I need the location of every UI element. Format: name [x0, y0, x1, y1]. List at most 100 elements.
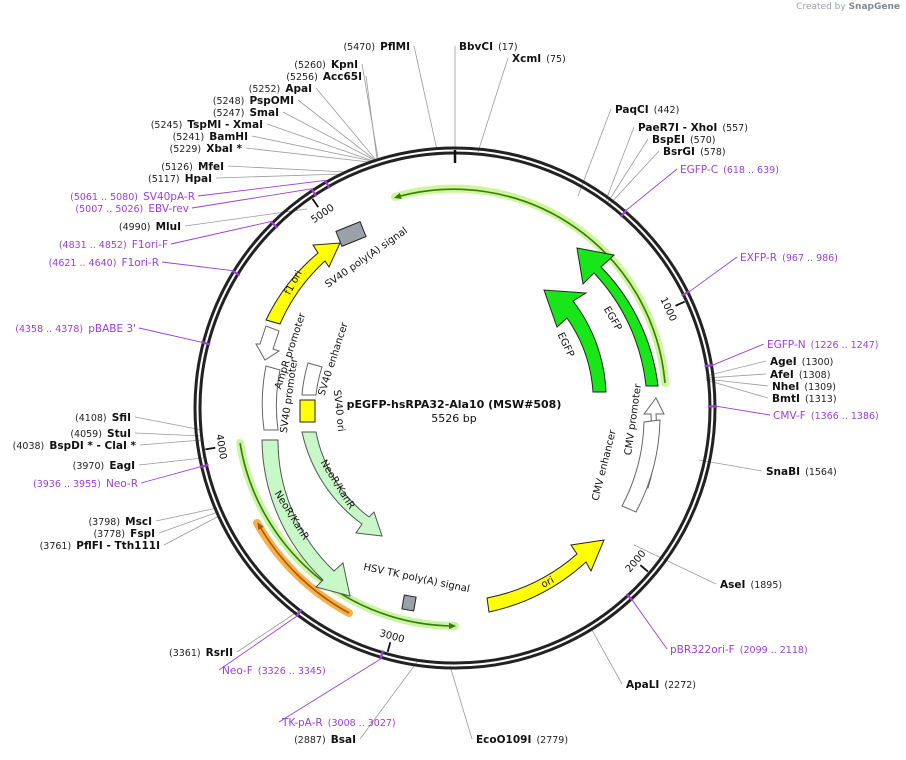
primer-tk-pa-r: TK-pA-R (3008 .. 3027): [281, 711, 396, 730]
primer-mark: [625, 593, 634, 602]
primer-mark: [295, 608, 303, 618]
enzyme-leader: [138, 457, 204, 466]
enzyme-nhei: NheI (1309): [772, 375, 836, 394]
enzyme-pos: (1564): [805, 467, 837, 478]
primer-pbabe3: (4358 .. 4378) pBABE 3': [15, 317, 136, 336]
enzyme-mfei: (5126) MfeI: [161, 155, 224, 174]
primer-range: (3326 .. 3345): [258, 666, 326, 677]
enzyme-bsai: (2887) BsaI: [294, 728, 356, 747]
primer-egfp-n: EGFP-N (1226 .. 1247): [767, 333, 879, 352]
feature-sv40-enhancer: [301, 362, 323, 396]
label-sv40-enhancer: SV40 enhancer: [317, 320, 351, 397]
primer-ebv-rev: (5007 .. 5026) EBV-rev: [75, 197, 189, 216]
feature-neor-inner: [301, 431, 383, 537]
enzyme-pos: (5470): [343, 42, 375, 53]
enzyme-pos: (3761): [40, 541, 72, 552]
label-neor-inner: NeoR/KanR: [318, 458, 357, 511]
enzyme-leader: [134, 432, 203, 437]
enzyme-pos: (5252): [249, 84, 281, 95]
enzyme-acc65i: (5256) Acc65I: [286, 65, 362, 84]
enzyme-leader: [705, 360, 767, 377]
enzyme-apai: (5252) ApaI: [249, 77, 312, 96]
primer-name: F1ori-R: [122, 257, 159, 269]
enzyme-pos: (578): [700, 147, 726, 158]
primer-exfp-r: EXFP-R (967 .. 986): [740, 246, 838, 265]
primer-leader: [632, 600, 668, 650]
enzyme-pos: (1309): [804, 382, 836, 393]
plasmid-name: pEGFP-hsRPA32-Ala10 (MSW#508): [347, 398, 562, 411]
label-sv40-polya: SV40 poly(A) signal: [323, 225, 409, 290]
primer-range: (5007 .. 5026): [75, 204, 143, 215]
enzyme-pos: (5241): [173, 132, 205, 143]
primer-mark: [201, 341, 211, 346]
enzyme-name: FspI: [130, 528, 155, 540]
enzyme-name: MluI: [156, 221, 181, 233]
primer-range: (967 .. 986): [782, 253, 838, 264]
enzyme-pos: (442): [654, 105, 680, 116]
feature-egfp-inner: [543, 289, 607, 393]
enzyme-paqci: PaqCI (442): [615, 98, 679, 117]
feature-neor-outer: [261, 439, 351, 597]
enzyme-kpni: (5260) KpnI: [294, 53, 358, 72]
primer-mark: [231, 269, 241, 277]
label-cmv-promoter: CMV promoter: [623, 382, 644, 456]
enzyme-leader: [477, 57, 509, 153]
primer-leader: [138, 327, 202, 343]
orf-orange-line: [257, 522, 350, 614]
label-egfp-inner: EGFP: [555, 331, 576, 359]
primer-name: CMV-F: [773, 410, 806, 422]
enzyme-leader: [361, 63, 379, 159]
feature-arrows: [236, 184, 669, 630]
enzyme-apali: ApaLI (2272): [626, 673, 696, 692]
enzyme-pos: (5256): [286, 72, 318, 83]
primer-name: EGFP-N: [767, 339, 806, 351]
primer-range: (1366 .. 1386): [811, 411, 879, 422]
enzyme-pos: (75): [546, 54, 566, 65]
primer-range: (3008 .. 3027): [328, 718, 396, 729]
primer-name: TK-pA-R: [281, 717, 323, 729]
enzyme-pos: (17): [498, 42, 518, 53]
plasmid-size: 5526 bp: [431, 412, 476, 425]
label-leader-lines: [134, 45, 771, 740]
primer-leader: [716, 405, 771, 416]
enzyme-name: HpaI: [185, 173, 212, 185]
enzyme-pos: (570): [690, 135, 716, 146]
primer-mark: [681, 290, 691, 297]
tick-mark: [386, 641, 392, 653]
enzyme-name: BspDI * - ClaI *: [49, 440, 136, 452]
enzyme-name: KpnI: [331, 59, 358, 71]
tick-mark: [675, 300, 685, 307]
enzyme-leader: [359, 661, 418, 740]
primer-range: (4358 .. 4378): [15, 324, 83, 335]
enzyme-leader: [365, 75, 378, 160]
enzyme-leader: [605, 126, 635, 201]
enzyme-name: AseI: [720, 579, 745, 591]
primer-name: EXFP-R: [740, 252, 777, 264]
enzyme-asei: AseI (1895): [720, 573, 782, 592]
label-egfp-outer: EGFP: [601, 305, 623, 333]
enzyme-leader: [134, 416, 203, 431]
enzyme-pos: (557): [722, 123, 748, 134]
enzyme-pos: (4990): [119, 222, 151, 233]
enzyme-eagi: (3970) EagI: [73, 454, 135, 473]
enzyme-pos: (2272): [664, 680, 696, 691]
feature-f1-ori: [265, 242, 341, 325]
enzyme-xbai: (5229) XbaI *: [170, 137, 243, 156]
primer-mark: [270, 220, 279, 229]
primer-range: (1226 .. 1247): [811, 340, 879, 351]
primer-neo-f: Neo-F (3326 .. 3345): [222, 659, 326, 678]
enzyme-pos: (3970): [73, 461, 105, 472]
enzyme-stui: (4059) StuI: [70, 422, 131, 441]
enzyme-bmti: BmtI (1313): [772, 387, 837, 406]
enzyme-leader: [705, 373, 767, 379]
tick-mark: [311, 198, 319, 208]
enzyme-fspi: (3778) FspI: [93, 522, 155, 541]
tick-label: 5000: [309, 202, 336, 225]
enzyme-pos: (4038): [13, 441, 45, 452]
primer-leader: [278, 658, 381, 723]
primer-leader: [626, 168, 678, 211]
enzyme-pflfi: (3761) PflFI - Tth111I: [40, 534, 160, 553]
tick-label: 4000: [213, 433, 228, 460]
primer-neo-r: (3936 .. 3955) Neo-R: [33, 472, 138, 491]
